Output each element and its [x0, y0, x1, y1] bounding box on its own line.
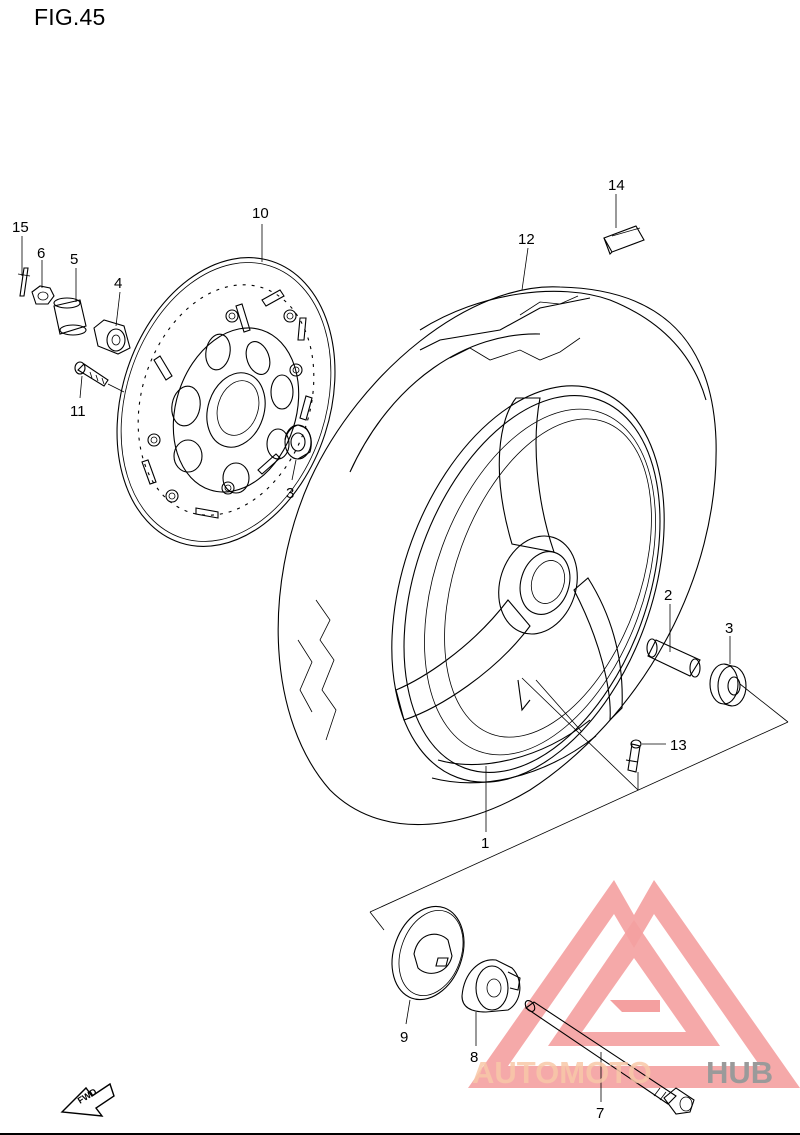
collar-5	[93, 319, 131, 355]
callout-8: 8	[470, 1049, 478, 1066]
callout-4: 7	[596, 1105, 604, 1122]
nut-7	[31, 285, 55, 305]
callout-14: 14	[608, 177, 625, 194]
leader-lines	[21, 194, 789, 1102]
bottom-border	[0, 1133, 800, 1135]
callout-15: 15	[12, 219, 29, 236]
watermark-brand-part2: HUB	[706, 1055, 773, 1090]
callout-10: 10	[252, 205, 269, 222]
axle-spacer-2	[646, 638, 701, 678]
callout-1: 1	[481, 835, 489, 852]
watermark-logo	[468, 880, 800, 1088]
callout-5: 4	[114, 275, 122, 292]
wheel-tire-1-12	[277, 286, 717, 826]
bolt-11	[74, 361, 109, 387]
brake-disc-10	[116, 257, 336, 547]
watermark-text: AUTOMOTO HUB	[472, 1055, 773, 1090]
callout-13: 13	[670, 737, 687, 754]
callout-6: 5	[70, 251, 78, 268]
callout-9: 9	[400, 1029, 408, 1046]
callout-3-disc: 3	[286, 485, 294, 502]
cotter-pin-15	[17, 267, 31, 297]
watermark-brand-part1: AUTOMOTO	[472, 1055, 652, 1090]
forward-direction-arrow: FWD	[60, 1082, 115, 1117]
speedometer-plate-9	[391, 905, 465, 1001]
callout-12: 12	[518, 231, 535, 248]
callout-11: 11	[70, 403, 86, 420]
bearing-3-right	[709, 663, 747, 707]
callout-7: 6	[37, 245, 45, 262]
front-axle-4	[524, 1000, 695, 1115]
callout-3-bearing: 3	[725, 620, 733, 637]
figure-title: FIG.45	[34, 4, 106, 30]
callout-labels: 15 6 5 4 11 10 3 12 14 2 3 13 1 9 8 7	[12, 177, 733, 1122]
callout-2: 2	[664, 587, 672, 604]
balance-weight-14	[603, 225, 645, 255]
speedometer-gearbox-8	[461, 959, 521, 1013]
spacer-6	[53, 297, 87, 336]
air-valve-13	[625, 739, 642, 773]
